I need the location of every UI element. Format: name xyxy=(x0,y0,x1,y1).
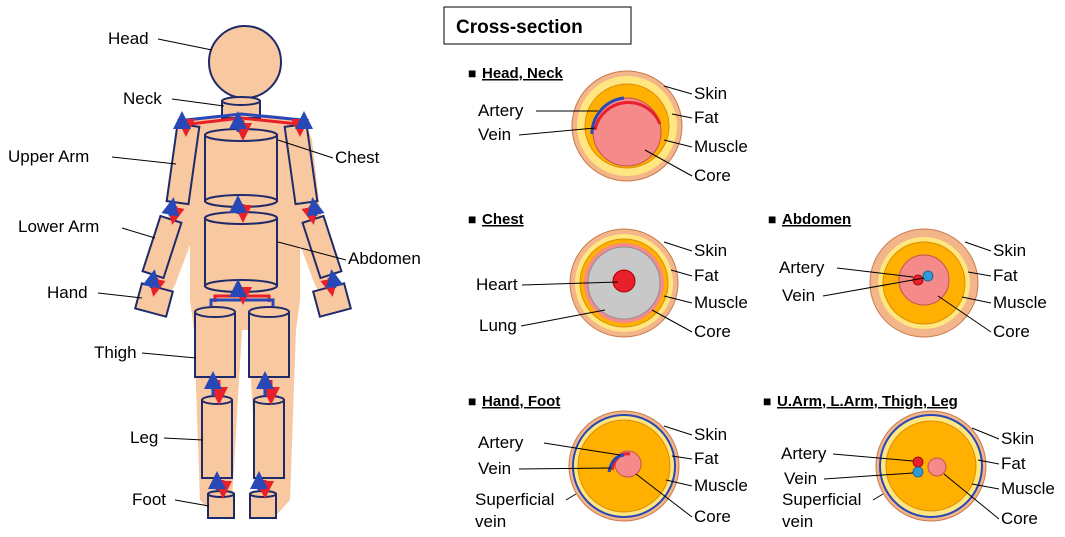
section-limbs: ■ U.Arm, L.Arm, Thigh, Leg Artery Vein S… xyxy=(763,393,1055,531)
abd-skin: Skin xyxy=(993,241,1026,260)
bullet-icon: ■ xyxy=(468,393,476,409)
hn-fat: Fat xyxy=(694,108,719,127)
body-figure: Head Neck Upper Arm Chest Lower Arm Abdo… xyxy=(8,26,421,520)
hf-skin: Skin xyxy=(694,425,727,444)
hn-core: Core xyxy=(694,166,731,185)
section-chest: ■ Chest Heart Lung Skin Fat Muscle Core xyxy=(468,211,748,341)
chest-lung: Lung xyxy=(479,316,517,335)
label-neck: Neck xyxy=(123,89,162,108)
leg-segments xyxy=(202,396,284,478)
bullet-icon: ■ xyxy=(468,65,476,81)
section-hand-foot: ■ Hand, Foot Artery Vein Superficial vei… xyxy=(468,393,748,531)
label-abdomen: Abdomen xyxy=(348,249,421,268)
limb-superficial-2: vein xyxy=(782,512,813,531)
abd-vein: Vein xyxy=(782,286,815,305)
hf-muscle: Muscle xyxy=(694,476,748,495)
label-foot: Foot xyxy=(132,490,166,509)
hn-artery: Artery xyxy=(478,101,524,120)
chest-core: Core xyxy=(694,322,731,341)
limb-core: Core xyxy=(1001,509,1038,528)
label-upper-arm: Upper Arm xyxy=(8,147,89,166)
header-limbs: U.Arm, L.Arm, Thigh, Leg xyxy=(777,393,958,410)
limb-artery: Artery xyxy=(781,444,827,463)
chest-fat: Fat xyxy=(694,266,719,285)
chest-heart: Heart xyxy=(476,275,518,294)
abdomen-segment xyxy=(205,212,277,292)
limb-vein: Vein xyxy=(784,469,817,488)
header-head-neck: Head, Neck xyxy=(482,65,564,82)
hf-fat: Fat xyxy=(694,449,719,468)
hn-vein: Vein xyxy=(478,125,511,144)
hn-skin: Skin xyxy=(694,84,727,103)
hf-vein: Vein xyxy=(478,459,511,478)
hf-artery: Artery xyxy=(478,433,524,452)
abd-muscle: Muscle xyxy=(993,293,1047,312)
abd-core: Core xyxy=(993,322,1030,341)
label-leg: Leg xyxy=(130,428,158,447)
limb-muscle: Muscle xyxy=(1001,479,1055,498)
cross-section-title-box: Cross-section xyxy=(444,7,631,44)
header-hand-foot: Hand, Foot xyxy=(482,393,560,410)
chest-skin: Skin xyxy=(694,241,727,260)
header-abdomen: Abdomen xyxy=(782,211,851,228)
limb-superficial-1: Superficial xyxy=(782,490,861,509)
limb-skin: Skin xyxy=(1001,429,1034,448)
label-lower-arm: Lower Arm xyxy=(18,217,99,236)
abd-fat: Fat xyxy=(993,266,1018,285)
foot-segments xyxy=(208,491,276,518)
hn-muscle: Muscle xyxy=(694,137,748,156)
section-head-neck: ■ Head, Neck Artery Vein Skin Fat Muscle… xyxy=(468,65,748,185)
abd-artery: Artery xyxy=(779,258,825,277)
section-abdomen: ■ Abdomen Artery Vein Skin Fat Muscle Co… xyxy=(768,211,1047,341)
label-head: Head xyxy=(108,29,149,48)
bullet-icon: ■ xyxy=(468,211,476,227)
header-chest: Chest xyxy=(482,211,524,228)
label-thigh: Thigh xyxy=(94,343,137,362)
hf-superficial-1: Superficial xyxy=(475,490,554,509)
label-chest: Chest xyxy=(335,148,380,167)
bullet-icon: ■ xyxy=(768,211,776,227)
hf-superficial-2: vein xyxy=(475,512,506,531)
hf-core: Core xyxy=(694,507,731,526)
label-hand: Hand xyxy=(47,283,88,302)
chest-muscle: Muscle xyxy=(694,293,748,312)
limb-fat: Fat xyxy=(1001,454,1026,473)
chest-segment xyxy=(205,129,277,207)
cross-section-title: Cross-section xyxy=(456,17,583,38)
bullet-icon: ■ xyxy=(763,393,771,409)
